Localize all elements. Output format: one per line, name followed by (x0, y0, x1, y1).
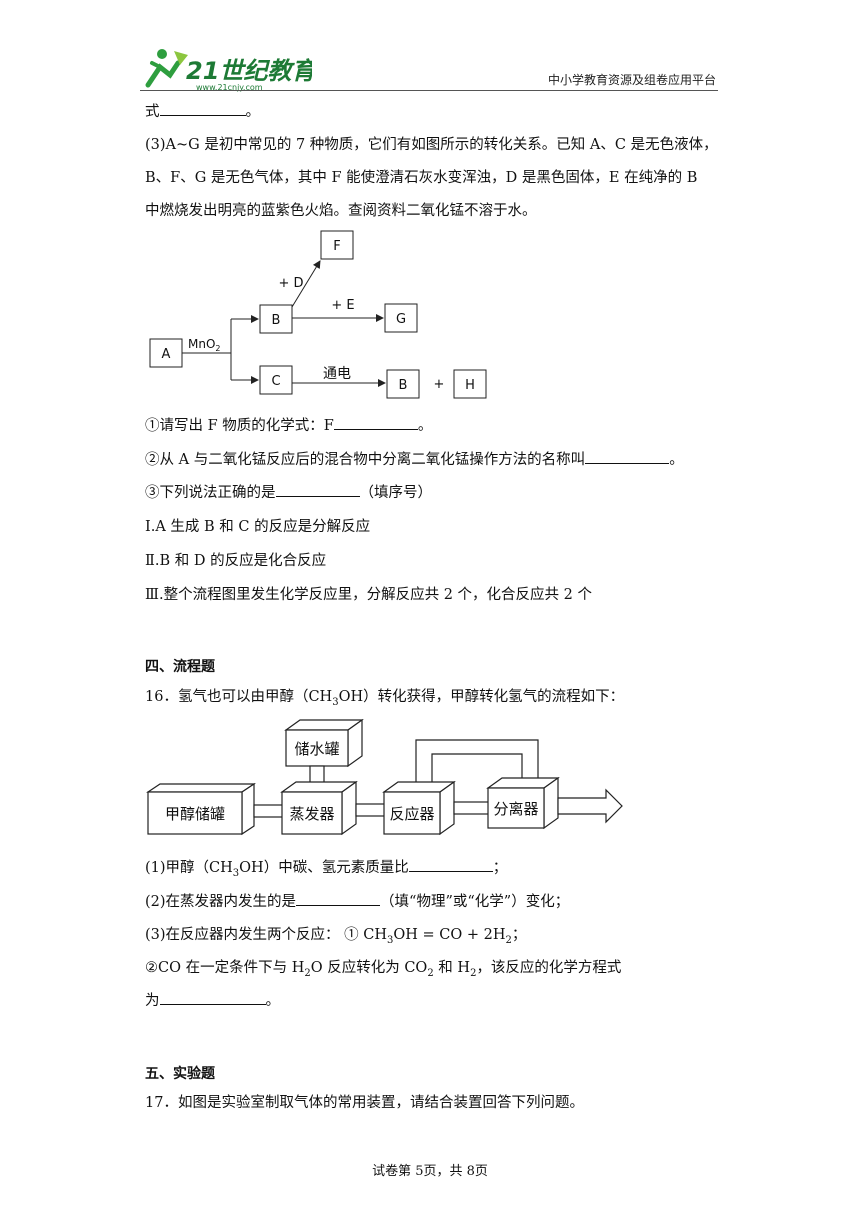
site-logo: 21世纪教育 www.21cnjy.com (142, 45, 319, 93)
label-h: H (465, 378, 475, 393)
node-h (453, 369, 487, 399)
q16-sub3: (3)在反应器内发生两个反应： ① CH3OH = CO + 2H2； (145, 927, 527, 946)
q15-para-2: B、F、G 是无色气体，其中 F 能使澄清石灰水变浑浊，D 是黑色固体，E 在纯… (145, 170, 698, 186)
answer-blank[interactable] (275, 482, 360, 497)
label-b: B (272, 313, 281, 328)
q15-para-1: (3)A~G 是初中常见的 7 种物质，它们有如图所示的转化关系。已知 A、C … (145, 137, 718, 153)
node-g (384, 303, 418, 333)
label-mno2: MnO2 (188, 337, 221, 353)
answer-blank[interactable] (296, 891, 381, 906)
label-methanol-tank: 甲醇储罐 (165, 805, 225, 823)
node-a (149, 338, 183, 368)
page-footer: 试卷第 5页，共 8页 (372, 1164, 488, 1179)
q17-intro: 17．如图是实验室制取气体的常用装置，请结合装置回答下列问题。 (145, 1095, 584, 1111)
q15-option-1: Ⅰ.A 生成 B 和 C 的反应是分解反应 (145, 519, 371, 535)
separator-box (487, 787, 545, 829)
answer-blank[interactable] (408, 857, 493, 872)
node-b2 (386, 369, 420, 399)
label-evaporator: 蒸发器 (289, 805, 334, 823)
water-box (285, 729, 349, 767)
q15-sub1: ①请写出 F 物质的化学式：F。 (145, 414, 432, 435)
node-b (259, 304, 293, 334)
header-platform-name: 中小学教育资源及组卷应用平台 (547, 73, 716, 87)
tank-box (147, 791, 243, 835)
label-plus-d: + D (278, 276, 303, 291)
label-plus: + (434, 377, 445, 392)
reactor-box (383, 791, 441, 835)
label-reactor: 反应器 (389, 805, 434, 823)
logo-text: 21世纪教育 (186, 57, 312, 85)
output-arrow-icon (557, 788, 623, 824)
label-separator: 分离器 (493, 800, 538, 818)
q16-sub4: ②CO 在一定条件下与 H2O 反应转化为 CO2 和 H2，该反应的化学方程式 (145, 960, 622, 979)
label-c: C (271, 374, 280, 389)
label-water-tank: 储水罐 (294, 740, 339, 758)
label-b2: B (399, 378, 408, 393)
process-flow-diagram: 甲醇储罐 储水罐 蒸发器 反应器 分离器 (146, 718, 623, 836)
evaporator-box (281, 791, 343, 835)
q16-sub5: 为。 (145, 989, 280, 1010)
label-g: G (396, 312, 406, 327)
conversion-diagram: A B C F G B H + + D + E 通电 MnO2 (149, 230, 487, 399)
q16-sub2: (2)在蒸发器内发生的是（填“物理”或“化学”）变化； (145, 890, 569, 911)
section-5-title: 五、实验题 (145, 1066, 215, 1082)
label-plus-e: + E (331, 298, 354, 313)
tank-side (241, 782, 255, 836)
q15-option-2: Ⅱ.B 和 D 的反应是化合反应 (145, 553, 327, 569)
q15-sub3: ③下列说法正确的是（填序号） (145, 481, 432, 502)
q15-sub2: ②从 A 与二氧化锰反应后的混合物中分离二氧化锰操作方法的名称叫。 (145, 448, 684, 469)
header-divider (140, 90, 718, 91)
q15-line0: 式。 (145, 100, 260, 121)
answer-blank[interactable] (585, 449, 670, 464)
answer-blank[interactable] (159, 990, 266, 1005)
q15-option-3: Ⅲ.整个流程图里发生化学反应里，分解反应共 2 个，化合反应共 2 个 (145, 587, 592, 603)
q16-sub1: (1)甲醇（CH3OH）中碳、氢元素质量比； (145, 856, 507, 879)
runner-logo-icon: 21世纪教育 www.21cnjy.com (145, 49, 319, 92)
node-f (320, 230, 354, 260)
node-c (259, 365, 293, 395)
label-electrolysis: 通电 (323, 366, 351, 382)
logo-url: www.21cnjy.com (196, 83, 263, 92)
section-4-title: 四、流程题 (145, 659, 215, 675)
answer-blank[interactable] (333, 415, 418, 430)
answer-blank[interactable] (159, 101, 246, 116)
label-a: A (162, 347, 171, 362)
tank-top (146, 783, 256, 793)
q16-intro: 16．氢气也可以由甲醇（CH3OH）转化获得，甲醇转化氢气的流程如下： (145, 689, 625, 708)
label-f: F (333, 239, 340, 254)
q15-para-3: 中燃烧发出明亮的蓝紫色火焰。查阅资料二氧化锰不溶于水。 (145, 203, 537, 219)
